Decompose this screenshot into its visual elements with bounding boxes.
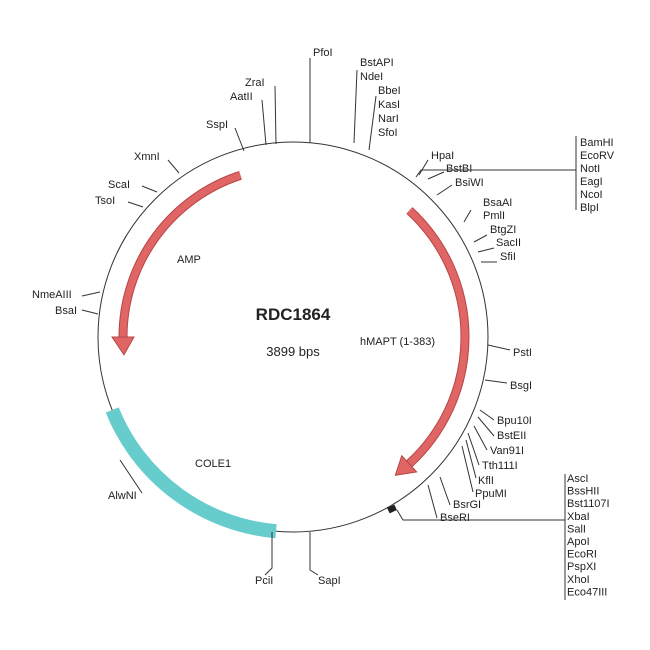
enzyme-site-label[interactable]: BstEII [497,430,526,442]
enzyme-site-label[interactable]: PspXI [567,561,596,573]
backbone-circle [97,141,489,533]
enzyme-site-label[interactable]: PpuMI [475,488,507,500]
enzyme-site-label[interactable]: BlpI [580,202,599,214]
enzyme-site-label[interactable]: SalI [567,523,586,535]
enzyme-site-label[interactable]: SfoI [378,127,398,139]
enzyme-site-label[interactable]: BstAPI [360,57,394,69]
site-tick [81,309,99,315]
enzyme-site-label[interactable]: EcoRV [580,150,615,162]
site-tick [477,416,495,437]
site-tick [368,95,377,151]
site-tick [396,509,565,521]
enzyme-site-label[interactable]: BamHI [580,137,614,149]
enzyme-site-label[interactable]: NcoI [580,189,603,201]
arrow-head [394,454,418,476]
enzyme-site-label[interactable]: EagI [580,176,603,188]
enzyme-site-label[interactable]: PciI [255,575,273,587]
enzyme-site-label[interactable]: BssHII [567,486,599,498]
site-tick [415,169,576,178]
enzyme-site-label[interactable]: AscI [567,473,588,485]
enzyme-site-label[interactable]: PmlI [483,210,505,222]
enzyme-site-label[interactable]: Bst1107I [567,498,610,510]
enzyme-site-label[interactable]: PfoI [313,47,333,59]
enzyme-site-label[interactable]: SapI [318,575,341,587]
enzyme-site-label[interactable]: KflI [478,475,494,487]
site-tick [427,484,438,519]
site-tick [427,171,445,180]
enzyme-site-label[interactable]: ZraI [245,77,265,89]
arrow-head [111,336,135,356]
site-tick [418,159,429,176]
enzyme-site-label[interactable]: AlwNI [108,490,137,502]
enzyme-site-label[interactable]: BseRI [440,512,470,524]
site-cluster-mark [387,504,397,514]
site-tick [463,209,472,223]
enzyme-site-label[interactable]: BsgI [510,380,532,392]
enzyme-site-label[interactable]: PstI [513,347,532,359]
site-tick [477,247,495,253]
enzyme-site-label[interactable]: BtgZI [490,224,516,236]
enzyme-site-label[interactable]: NarI [378,113,399,125]
plasmid-size: 3899 bps [266,344,320,359]
site-tick [264,532,273,576]
enzyme-site-label[interactable]: XhoI [567,574,590,586]
site-tick [487,344,511,351]
site-tick [261,99,267,146]
site-tick [473,234,488,243]
site-tick [461,445,474,493]
enzyme-site-label[interactable]: BbeI [378,85,401,97]
enzyme-site-label[interactable]: XbaI [567,511,590,523]
enzyme-site-label[interactable]: EcoRI [567,549,597,561]
site-tick [274,85,277,145]
site-tick [473,425,488,451]
feature-label-hmapt: hMAPT (1-383) [360,336,435,348]
enzyme-site-label[interactable]: BsaAI [483,197,512,209]
arrow-shaft [119,171,242,338]
site-tick [479,409,495,421]
site-tick [484,379,508,384]
feature-label-cole1: COLE1 [195,458,231,470]
enzyme-site-label[interactable]: ApoI [567,536,590,548]
enzyme-site-label[interactable]: HpaI [431,150,454,162]
site-tick [141,185,158,193]
enzyme-site-label[interactable]: BsaI [55,305,77,317]
enzyme-site-label[interactable]: Eco47III [567,586,607,598]
enzyme-site-label[interactable]: BsrGI [453,499,481,511]
arrow-shaft [406,207,469,467]
site-tick [167,159,180,174]
site-tick [234,127,245,152]
site-tick [436,184,453,196]
site-tick [465,439,477,479]
feature-arc-cole1[interactable] [105,407,277,539]
enzyme-site-label[interactable]: KasI [378,99,400,111]
enzyme-site-label[interactable]: SfiI [500,251,516,263]
enzyme-site-label[interactable]: XmnI [134,151,160,163]
enzyme-site-label[interactable]: TsoI [95,195,115,207]
feature-label-amp: AMP [177,254,201,266]
site-tick [439,476,451,506]
site-tick [127,201,144,208]
enzyme-site-label[interactable]: Tth111I [482,460,518,472]
enzyme-site-label[interactable]: BsiWI [455,177,484,189]
site-tick [353,69,358,144]
enzyme-site-label[interactable]: Van91I [490,445,524,457]
enzyme-site-label[interactable]: SspI [206,119,228,131]
feature-arrow-amp[interactable] [111,171,242,356]
enzyme-site-label[interactable]: SacII [496,237,521,249]
enzyme-site-label[interactable]: NotI [580,163,600,175]
site-tick [81,291,101,297]
enzyme-site-label[interactable]: ScaI [108,179,130,191]
site-tick [467,432,480,466]
enzyme-site-label[interactable]: BstBI [446,163,472,175]
enzyme-site-label[interactable]: NdeI [360,71,383,83]
site-tick [119,459,143,494]
enzyme-site-label[interactable]: Bpu10I [497,415,532,427]
enzyme-site-label[interactable]: AatII [230,91,253,103]
enzyme-site-label[interactable]: NmeAIII [32,289,72,301]
feature-arrow-hmapt[interactable] [394,207,470,476]
plasmid-name: RDC1864 [256,305,331,324]
site-tick [309,532,319,576]
